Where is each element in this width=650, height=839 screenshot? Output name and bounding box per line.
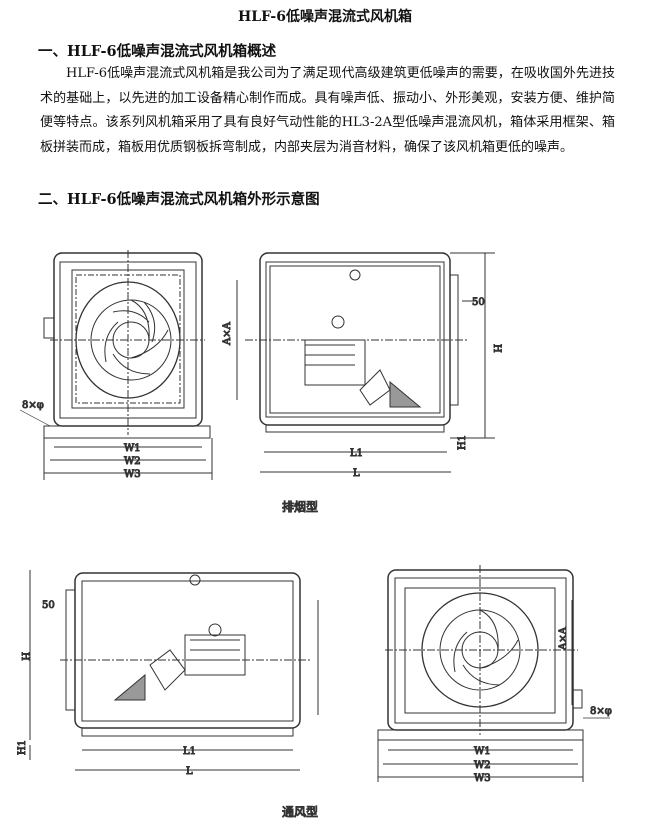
fig2-w1-label: W1 xyxy=(474,746,491,757)
fig2-axa-label: A×A xyxy=(558,626,569,651)
fig2-l-label: L xyxy=(186,766,193,777)
fig1-50-label: 50 xyxy=(472,297,485,308)
fig1-l1-label: L1 xyxy=(350,448,363,459)
fig1-axa-label: A×A xyxy=(222,321,233,346)
ventilation-front-view xyxy=(377,565,610,782)
section-heading-diagram: 二、HLF-6低噪声混流式风机箱外形示意图 xyxy=(38,191,320,208)
fig1-w1-label: W1 xyxy=(124,443,141,454)
fig2-l1-label: L1 xyxy=(183,746,196,757)
fig2-h-label: H xyxy=(19,652,30,661)
fig2-caption: 通风型 xyxy=(282,805,318,819)
fig1-h-label: H xyxy=(491,344,502,353)
document-title: HLF-6低噪声混流式风机箱 xyxy=(238,9,412,25)
fig2-w2-label: W2 xyxy=(474,760,491,771)
section-heading-overview: 一、HLF-6低噪声混流式风机箱概述 xyxy=(38,43,277,60)
smoke-exhaust-front-view xyxy=(19,250,213,480)
fig1-l-label: L xyxy=(353,468,360,479)
fig2-hole-label: 8×φ xyxy=(590,706,612,717)
fig2-50-label: 50 xyxy=(42,600,55,611)
ventilation-side-view xyxy=(29,570,319,771)
fig1-w2-label: W2 xyxy=(124,456,141,467)
fig1-caption: 排烟型 xyxy=(282,500,318,514)
fig2-w3-label: W3 xyxy=(474,773,491,784)
fig1-w3-label: W3 xyxy=(124,469,141,480)
overview-paragraph: HLF-6低噪声混流式风机箱是我公司为了满足现代高级建筑更低噪声的需要，在吸收国… xyxy=(40,66,615,155)
smoke-exhaust-side-view xyxy=(236,252,495,473)
fig1-hole-label: 8×φ xyxy=(22,400,44,411)
fig2-h1-label: H1 xyxy=(17,740,28,755)
fig1-h1-label: H1 xyxy=(457,435,468,450)
